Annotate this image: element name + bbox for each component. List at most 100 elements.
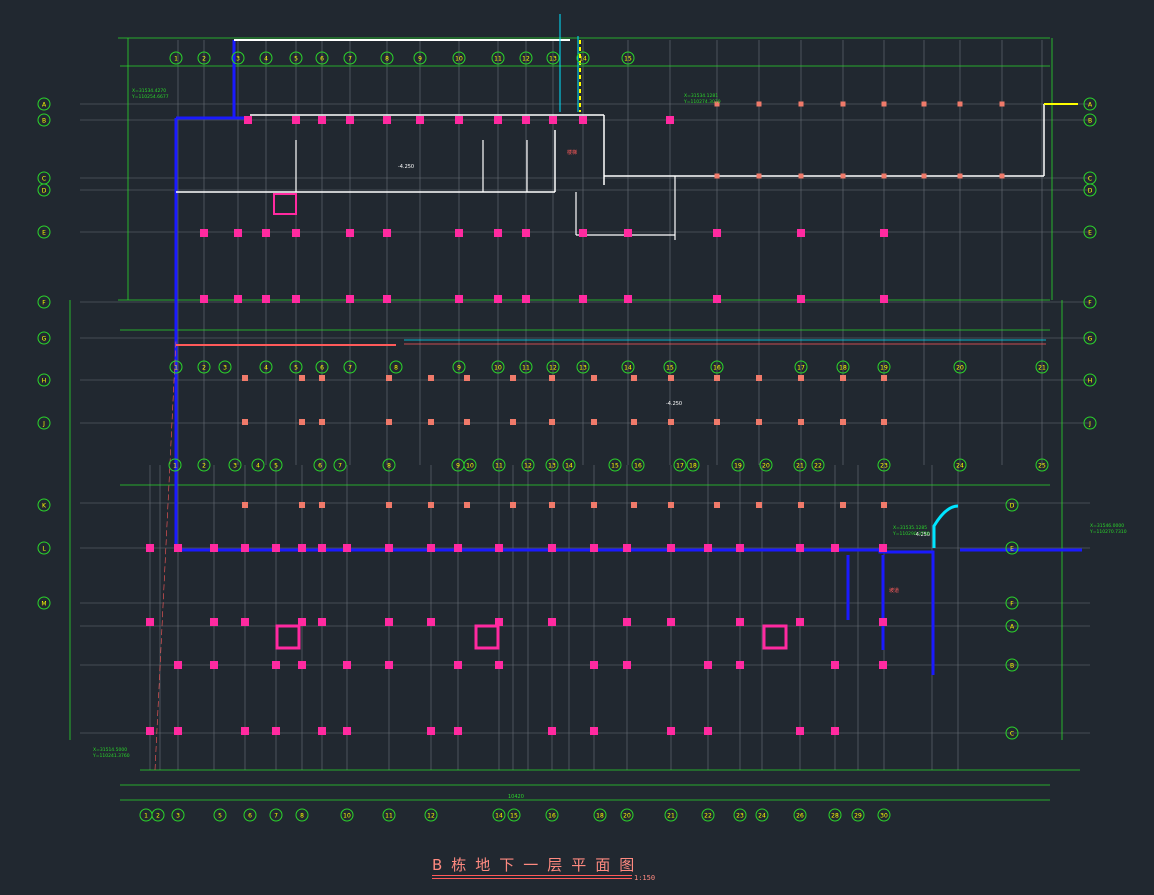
axis-bubble: 10 xyxy=(452,51,466,65)
column xyxy=(736,544,744,552)
column xyxy=(428,419,434,425)
axis-bubble: 5 xyxy=(289,51,303,65)
axis-bubble-circle xyxy=(621,360,635,374)
axis-bubble-label: 17 xyxy=(676,463,684,470)
column xyxy=(455,229,463,237)
axis-bubble-label: 22 xyxy=(704,813,712,820)
axis-bubble-label: H xyxy=(42,378,47,385)
axis-bubble: 9 xyxy=(413,51,427,65)
axis-bubble-circle xyxy=(251,458,265,472)
drawing-title-block: B栋地下一层平面图 1:150 xyxy=(432,854,662,888)
axis-bubble-label: 24 xyxy=(758,813,766,820)
column xyxy=(666,116,674,124)
axis-bubble: 26 xyxy=(793,808,807,822)
axis-bubble-label: 6 xyxy=(320,365,324,372)
axis-bubble-circle xyxy=(733,808,747,822)
axis-bubble: 16 xyxy=(710,360,724,374)
axis-bubble-circle xyxy=(197,51,211,65)
axis-bubble: 17 xyxy=(673,458,687,472)
axis-bubble-label: 19 xyxy=(734,463,742,470)
axis-bubble: J xyxy=(37,416,51,430)
column xyxy=(464,375,470,381)
column xyxy=(427,544,435,552)
column xyxy=(346,229,354,237)
axis-bubble-circle xyxy=(562,458,576,472)
axis-bubble: 18 xyxy=(686,458,700,472)
axis-bubble-circle xyxy=(953,360,967,374)
axis-bubble-circle xyxy=(546,51,560,65)
column xyxy=(798,101,804,107)
column xyxy=(881,375,887,381)
drawing-scale: 1:150 xyxy=(634,874,656,882)
axis-bubble-label: G xyxy=(42,336,47,343)
column xyxy=(174,544,182,552)
axis-bubble: 24 xyxy=(755,808,769,822)
column xyxy=(756,375,762,381)
axis-bubble: E xyxy=(1005,541,1019,555)
walls xyxy=(154,14,1082,771)
axis-bubble-circle xyxy=(828,808,842,822)
column xyxy=(510,419,516,425)
axis-bubble: 1 xyxy=(139,808,153,822)
axis-bubble-label: 23 xyxy=(736,813,744,820)
axis-bubble: 19 xyxy=(731,458,745,472)
axis-bubble: 25 xyxy=(1035,458,1049,472)
axis-bubble: 22 xyxy=(811,458,825,472)
axis-bubble-label: 8 xyxy=(394,365,398,372)
column xyxy=(318,544,326,552)
column xyxy=(385,661,393,669)
axis-bubble-label: 19 xyxy=(880,365,888,372)
column xyxy=(668,419,674,425)
axis-bubble-circle xyxy=(37,416,51,430)
axis-bubble: 23 xyxy=(733,808,747,822)
axis-bubble: J xyxy=(1083,416,1097,430)
axis-bubble: K xyxy=(37,498,51,512)
axis-bubble: B xyxy=(1005,658,1019,672)
columns xyxy=(146,101,1005,735)
axis-bubble-label: 5 xyxy=(294,56,298,63)
column xyxy=(704,661,712,669)
exterior-wall xyxy=(174,118,935,675)
axis-bubble-label: 21 xyxy=(667,813,675,820)
axis-bubble-label: 14 xyxy=(495,813,503,820)
elevation-label-2: -4.250 xyxy=(666,401,682,407)
column xyxy=(272,544,280,552)
axis-bubble-label: 12 xyxy=(524,463,532,470)
axis-bubble: 21 xyxy=(664,808,678,822)
column xyxy=(510,502,516,508)
axis-bubble-label: 5 xyxy=(294,365,298,372)
axis-bubble-circle xyxy=(877,458,891,472)
column xyxy=(756,173,762,179)
column xyxy=(921,173,927,179)
axis-bubble-circle xyxy=(343,360,357,374)
column xyxy=(146,727,154,735)
axis-bubble-circle xyxy=(424,808,438,822)
axis-bubble-circle xyxy=(151,808,165,822)
column xyxy=(999,101,1005,107)
axis-bubble-label: 21 xyxy=(1038,365,1046,372)
axis-bubble-circle xyxy=(452,360,466,374)
axis-bubble-label: 4 xyxy=(264,365,268,372)
axis-bubble: 8 xyxy=(382,458,396,472)
axis-bubble-label: 2 xyxy=(202,463,206,470)
column xyxy=(798,375,804,381)
axis-bubble: 14 xyxy=(562,458,576,472)
axis-bubble-label: 25 xyxy=(1038,463,1046,470)
axis-bubble-circle xyxy=(794,360,808,374)
column xyxy=(797,295,805,303)
axis-bubble-label: F xyxy=(1088,300,1092,307)
axis-bubble-circle xyxy=(545,808,559,822)
axis-bubble: 14 xyxy=(576,51,590,65)
axis-bubble: 17 xyxy=(794,360,808,374)
axis-bubble-circle xyxy=(701,808,715,822)
axis-bubble-circle xyxy=(851,808,865,822)
axis-bubble: 21 xyxy=(793,458,807,472)
axis-bubble: 10 xyxy=(491,360,505,374)
coord-label-2: X=31534.1281 xyxy=(684,93,718,99)
axis-bubble-circle xyxy=(295,808,309,822)
total-dimension: 10420 xyxy=(508,794,524,800)
ramp-note: 坡道 xyxy=(889,587,899,594)
column xyxy=(756,419,762,425)
column xyxy=(831,661,839,669)
axis-bubble-circle xyxy=(631,458,645,472)
